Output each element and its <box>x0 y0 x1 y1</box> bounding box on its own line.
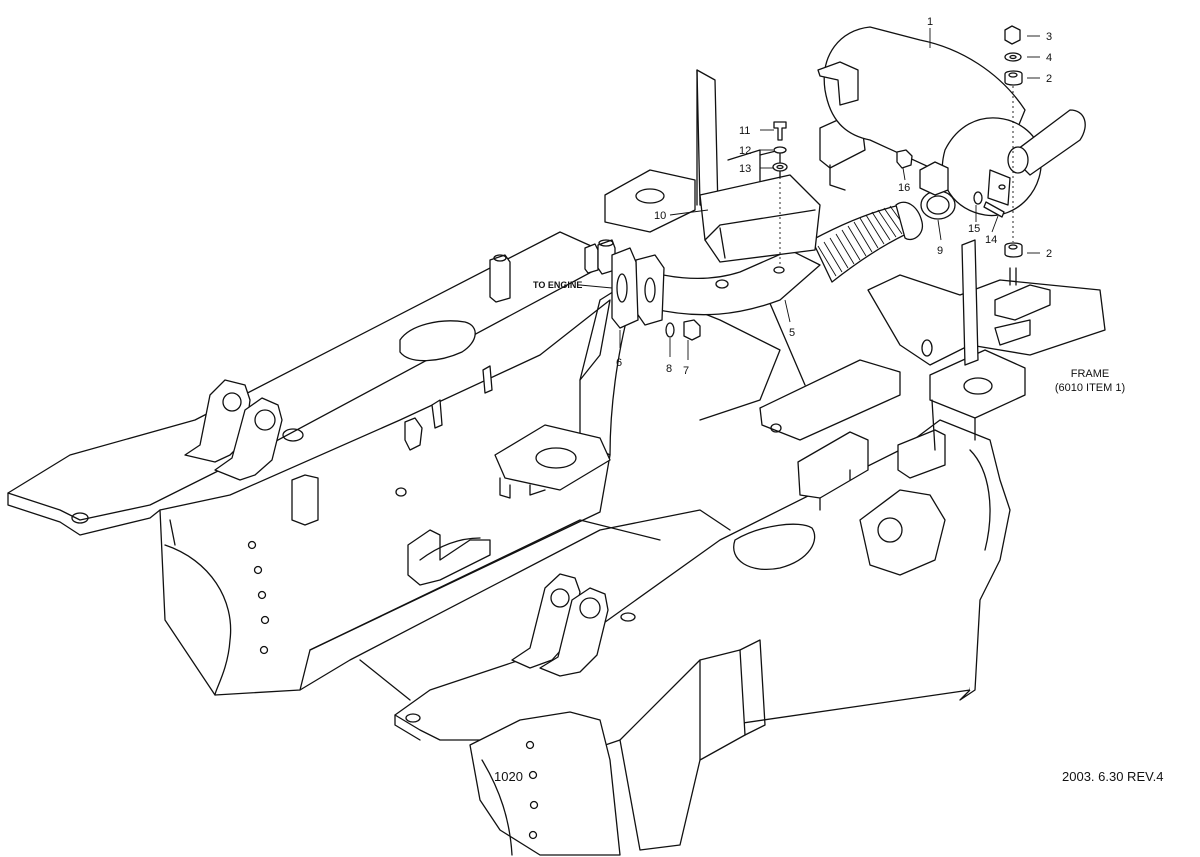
drawing-number: 1020 <box>494 769 523 784</box>
callout-2-upper: 2 <box>1046 73 1052 85</box>
exhaust-assembly <box>611 25 1086 341</box>
callout-8: 8 <box>666 363 672 375</box>
callout-11: 11 <box>739 125 750 137</box>
callout-2-lower: 2 <box>1046 248 1052 260</box>
frame-label: FRAME <box>1071 368 1110 380</box>
washer-15 <box>973 191 983 205</box>
callout-5: 5 <box>789 327 795 339</box>
callout-3: 3 <box>1046 31 1052 43</box>
muffler <box>817 26 1086 217</box>
fastener-stack-center <box>772 121 788 274</box>
callout-13: 13 <box>739 163 751 175</box>
bolt-14 <box>983 201 1005 218</box>
lock-washer <box>665 322 675 338</box>
callout-labels: 1 3 4 2 2 11 12 13 10 TO ENGINE 6 8 7 5 … <box>494 16 1163 784</box>
leader-lines <box>579 28 1040 360</box>
frame-reference: (6010 ITEM 1) <box>1055 382 1125 394</box>
callout-1: 1 <box>927 16 933 28</box>
callout-10: 10 <box>654 210 666 222</box>
hex-nut-16 <box>896 149 913 169</box>
machine-frame <box>7 69 1106 856</box>
exhaust-pipe <box>635 201 924 326</box>
gasket <box>611 247 639 329</box>
callout-14: 14 <box>985 234 997 246</box>
callout-6: 6 <box>616 357 622 369</box>
callout-12: 12 <box>739 145 751 157</box>
to-engine-label: TO ENGINE <box>533 280 582 290</box>
callout-4: 4 <box>1046 52 1052 64</box>
fastener-stack <box>1004 25 1023 286</box>
callout-15: 15 <box>968 223 980 235</box>
hex-nut <box>683 319 701 341</box>
callout-7: 7 <box>683 365 689 377</box>
callout-9: 9 <box>937 245 943 257</box>
callout-16: 16 <box>898 182 910 194</box>
clamp <box>919 161 956 220</box>
revision-note: 2003. 6.30 REV.4 <box>1062 769 1163 784</box>
